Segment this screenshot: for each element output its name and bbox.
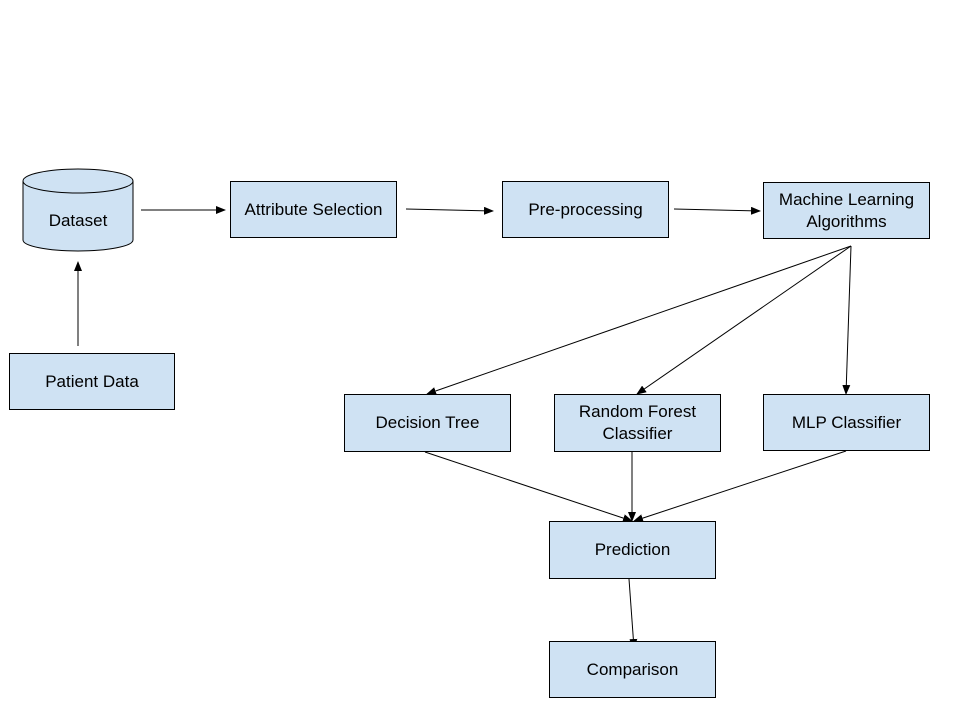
arrow-mlp-to-prediction [633, 450, 847, 522]
decision-tree-label: Decision Tree [375, 413, 480, 432]
patient-data-node: Patient Data [9, 353, 175, 410]
prediction-node: Prediction [549, 521, 716, 579]
attribute-selection-label: Attribute Selection [244, 199, 383, 219]
preprocessing-node: Pre-processing [502, 181, 669, 238]
attribute-selection-node: Attribute Selection [230, 181, 397, 238]
arrow-preprocessing-to-ml-algorithms [673, 206, 761, 215]
decision-tree-node: Decision Tree [344, 394, 511, 452]
comparison-label: Comparison [586, 659, 679, 679]
prediction-label: Prediction [594, 540, 671, 559]
random-forest-label: Random Forest Classifier [578, 402, 697, 443]
ml-algorithms-node: Machine Learning Algorithms [763, 182, 930, 239]
ml-algorithms-label: Machine Learning Algorithms [778, 189, 915, 231]
arrow-ml-to-random-forest [636, 245, 852, 395]
patient-data-label: Patient Data [45, 371, 139, 391]
preprocessing-label: Pre-processing [528, 199, 643, 219]
arrow-decision-tree-to-prediction [424, 451, 633, 522]
random-forest-node: Random Forest Classifier [554, 394, 721, 452]
mlp-classifier-label: MLP Classifier [791, 412, 902, 432]
mlp-classifier-node: MLP Classifier [763, 394, 930, 451]
arrow-prediction-to-comparison [628, 578, 638, 649]
dataset-label: Dataset [48, 211, 108, 230]
arrow-ml-to-decision-tree [426, 245, 852, 395]
arrow-ml-to-mlp-classifier [842, 245, 852, 395]
arrow-attribute-selection-to-preprocessing [405, 206, 494, 215]
comparison-node: Comparison [549, 641, 716, 698]
dataset-cylinder [22, 168, 134, 252]
